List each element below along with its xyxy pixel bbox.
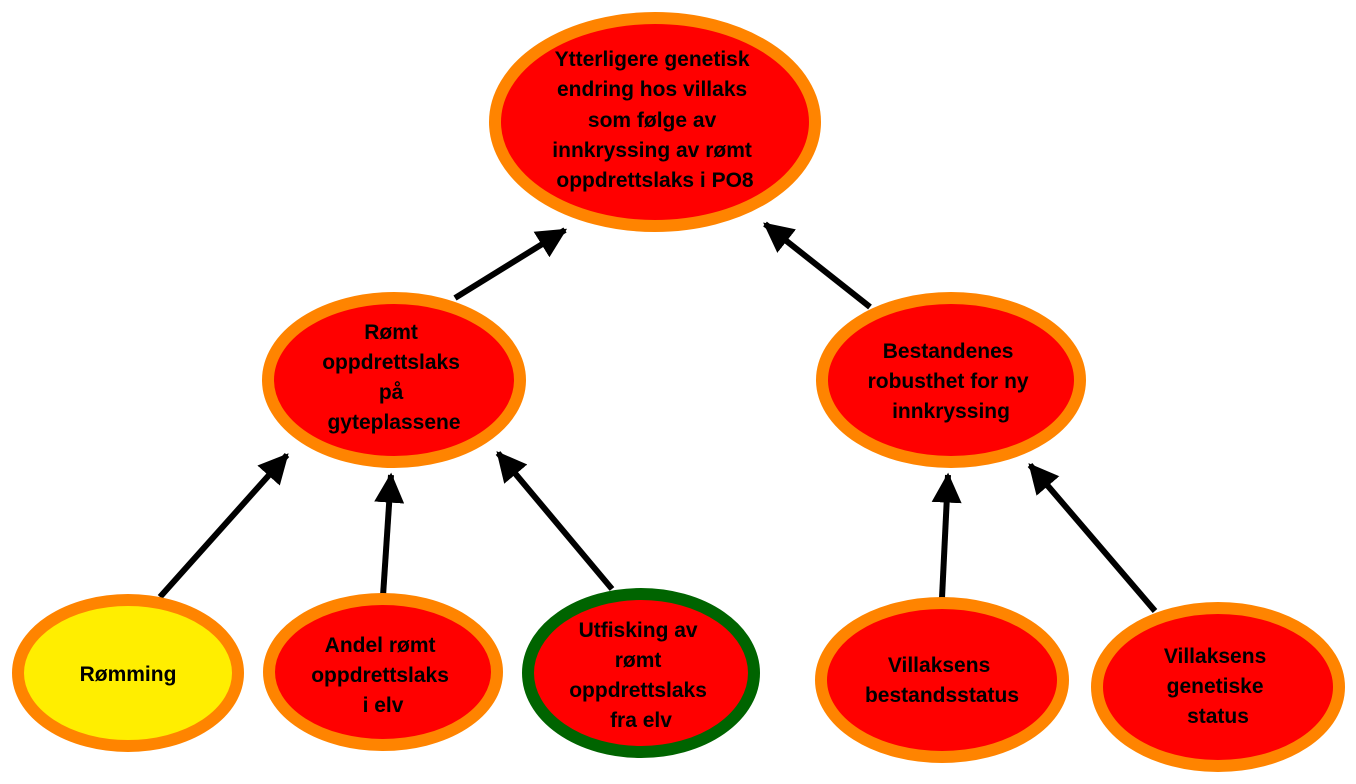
node-romming: Rømming: [12, 594, 244, 752]
node-top-line-5: oppdrettslaks i PO8: [556, 169, 754, 192]
node-romming-shape: [12, 594, 244, 752]
node-genetisk-shape: [1091, 602, 1345, 772]
node-bestandsstatus-shape: [815, 597, 1069, 763]
node-left-line-2: oppdrettslaks: [322, 351, 460, 374]
edge-andel-to-left: [374, 472, 405, 597]
node-andel: Andel rømt oppdrettslaks i elv: [263, 593, 503, 751]
node-left-shape: [262, 292, 526, 468]
edge-right-to-top: [763, 221, 872, 310]
node-bestandsstatus-label: Villaksens bestandsstatus: [865, 654, 1019, 707]
node-romming-line-1: Rømming: [80, 663, 177, 686]
node-top-line-3: som følge av: [588, 109, 717, 132]
node-top-line-4: innkryssing av rømt: [552, 139, 752, 162]
edge-bestandsstatus-to-right: [931, 472, 962, 599]
node-utfisking-line-3: oppdrettslaks: [569, 679, 707, 702]
node-right-label: Bestandenes robusthet for ny innkryssing: [868, 340, 1035, 423]
node-bestandsstatus-line-2: bestandsstatus: [865, 684, 1019, 707]
node-right: Bestandenes robusthet for ny innkryssing: [816, 292, 1086, 468]
edge-romming-to-left: [157, 453, 290, 599]
node-top-label: Ytterligere genetisk endring hos villaks…: [552, 48, 757, 192]
node-right-line-1: Bestandenes: [883, 340, 1014, 363]
node-andel-line-2: oppdrettslaks: [311, 664, 449, 687]
node-andel-label: Andel rømt oppdrettslaks i elv: [311, 634, 455, 717]
node-left-line-3: på: [379, 381, 404, 404]
edge-left-to-top: [453, 227, 568, 301]
node-right-shape: [816, 292, 1086, 468]
node-utfisking-label: Utfisking av rømt oppdrettslaks fra elv: [569, 619, 713, 732]
node-genetisk-line-1: Villaksens: [1164, 645, 1266, 668]
node-bestandsstatus: Villaksens bestandsstatus: [815, 597, 1069, 763]
node-left-label: Rømt oppdrettslaks på gyteplassene: [322, 321, 466, 434]
node-utfisking-line-4: fra elv: [610, 709, 672, 732]
node-top-line-2: endring hos villaks: [557, 78, 747, 101]
node-andel-shape: [263, 593, 503, 751]
edge-genetisk-to-right: [1027, 463, 1158, 613]
edge-utfisking-to-left: [495, 451, 615, 591]
node-andel-line-3: i elv: [363, 694, 404, 717]
node-genetisk: Villaksens genetiske status: [1091, 602, 1345, 772]
node-bestandsstatus-line-1: Villaksens: [888, 654, 990, 677]
node-utfisking-line-2: rømt: [615, 649, 662, 672]
node-top-shape: [489, 12, 821, 232]
node-left-line-1: Rømt: [364, 321, 418, 344]
node-top-line-1: Ytterligere genetisk: [555, 48, 750, 71]
node-right-line-3: innkryssing: [892, 400, 1010, 423]
node-utfisking: Utfisking av rømt oppdrettslaks fra elv: [522, 588, 760, 758]
node-utfisking-shape: [522, 588, 760, 758]
node-right-line-2: robusthet for ny: [868, 370, 1029, 393]
node-left-line-4: gyteplassene: [327, 411, 460, 434]
node-utfisking-line-1: Utfisking av: [579, 619, 698, 642]
node-romming-label: Rømming: [80, 663, 177, 686]
node-genetisk-line-3: status: [1187, 705, 1249, 728]
node-top: Ytterligere genetisk endring hos villaks…: [489, 12, 821, 232]
node-left: Rømt oppdrettslaks på gyteplassene: [262, 292, 526, 468]
node-genetisk-line-2: genetiske: [1167, 675, 1264, 698]
node-genetisk-label: Villaksens genetiske status: [1164, 645, 1272, 728]
node-andel-line-1: Andel rømt: [325, 634, 436, 657]
edges: [157, 221, 1158, 613]
